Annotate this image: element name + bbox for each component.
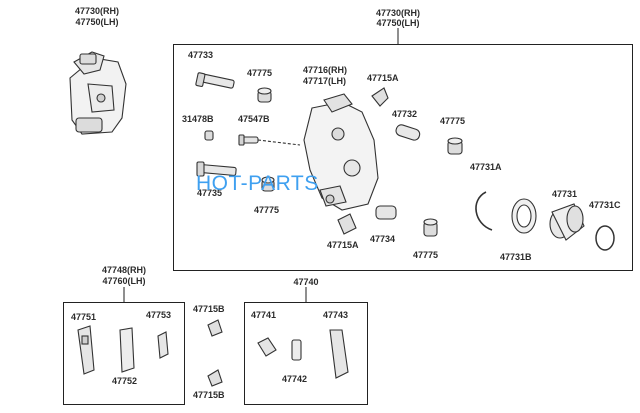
shim-illustration-b (119, 327, 135, 373)
brake-pad-illustration-a (77, 325, 95, 375)
part-label-47716rh: 47716(RH) (303, 65, 348, 75)
part-label-47775-d: 47775 (413, 250, 439, 260)
guide-bolt-illustration-2 (196, 161, 237, 177)
piston-illustration (549, 203, 585, 241)
clip-illustration-a2 (337, 213, 357, 235)
part-label-47775-a: 47775 (247, 68, 273, 78)
snap-ring-illustration (475, 191, 493, 231)
part-label-47752: 47752 (112, 376, 138, 386)
part-label-47734: 47734 (370, 234, 396, 244)
part-label-47732: 47732 (392, 109, 418, 119)
pin-boot-illustration (395, 124, 421, 141)
watermark-text: HOT-PARTS (196, 172, 319, 195)
part-label-47715a-bottom: 47715A (327, 240, 359, 250)
caliper-carrier-illustration (303, 93, 379, 211)
part-label-47748rh: 47748(RH) (101, 265, 147, 275)
nut-illustration-c (447, 137, 463, 155)
clip-illustration-b-bottom (207, 369, 223, 387)
part-label-47753: 47753 (146, 310, 172, 320)
plug-illustration (204, 130, 214, 141)
wear-indicator-illustration (291, 339, 302, 361)
part-label-47760lh: 47760(LH) (102, 276, 146, 286)
part-label-47741: 47741 (251, 310, 277, 320)
part-label-31478b: 31478B (182, 114, 214, 124)
part-label-47731: 47731 (552, 189, 578, 199)
part-label-47775-b: 47775 (254, 205, 280, 215)
part-label-47731c: 47731C (589, 200, 621, 210)
bushing-illustration (375, 205, 397, 220)
part-label-47730rh-top: 47730(RH) (74, 6, 120, 16)
caliper-assembly-illustration (69, 51, 127, 135)
caliper-assembly-box (173, 44, 633, 271)
pad-kit-box (63, 302, 185, 405)
brake-pad-illustration-b (329, 329, 349, 379)
piston-seal-illustration (511, 198, 537, 234)
part-label-47717lh: 47717(LH) (303, 76, 347, 86)
part-label-47715a-top: 47715A (367, 73, 399, 83)
spring-illustration (257, 337, 277, 357)
part-label-47750lh-top: 47750(LH) (75, 17, 119, 27)
part-label-47750lh-box: 47750(LH) (376, 18, 420, 28)
nut-illustration-b (261, 176, 275, 192)
part-label-47730rh-box: 47730(RH) (375, 8, 421, 18)
part-label-47715b-bottom: 47715B (193, 390, 225, 400)
part-label-47731b: 47731B (500, 252, 532, 262)
part-label-47775-c: 47775 (440, 116, 466, 126)
clip-illustration-b-top (207, 319, 223, 337)
dust-ring-illustration (595, 225, 615, 251)
part-label-47740: 47740 (293, 277, 319, 287)
shim-illustration-a (157, 331, 169, 359)
part-label-47547b: 47547B (238, 114, 270, 124)
nut-illustration-a (257, 87, 272, 103)
nut-illustration-d (423, 218, 438, 237)
leader-line-bleeder (257, 139, 301, 146)
part-label-47715b-top: 47715B (193, 304, 225, 314)
guide-bolt-illustration (195, 72, 235, 89)
bleeder-illustration (238, 134, 259, 146)
part-label-47751: 47751 (71, 312, 97, 322)
pad-set-box (244, 302, 368, 405)
part-label-47743: 47743 (323, 310, 349, 320)
part-label-47742: 47742 (282, 374, 308, 384)
part-label-47735: 47735 (197, 188, 223, 198)
clip-illustration-a (371, 87, 389, 107)
part-label-47733: 47733 (188, 50, 214, 60)
part-label-47731a: 47731A (470, 162, 502, 172)
